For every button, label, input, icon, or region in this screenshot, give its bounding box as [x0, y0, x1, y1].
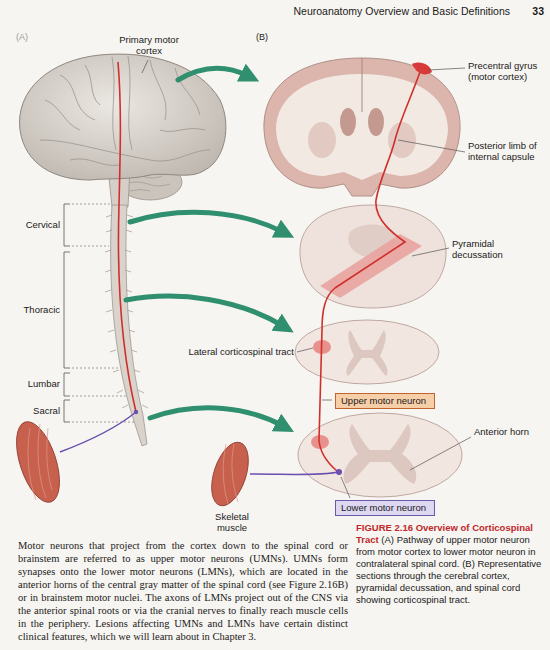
structure-label: Anterior horn	[474, 426, 546, 437]
caption-text: (A) Pathway of upper motor neuron from m…	[356, 534, 541, 605]
structure-label: Posterior limb of internal capsule	[468, 140, 546, 163]
panel-letter: (B)	[256, 32, 282, 43]
lower-motor-neuron-box: Lower motor neuron	[335, 500, 435, 516]
thoracic-section	[295, 320, 439, 384]
upper-motor-neuron-path	[250, 72, 420, 475]
figure-caption: FIGURE 2.16 Overview of Corticospinal Tr…	[356, 522, 544, 606]
box-text: Upper motor neuron	[341, 395, 426, 406]
skeletal-muscle	[8, 416, 256, 510]
structure-label: Pyramidal decussation	[452, 238, 544, 261]
box-text: Lower motor neuron	[341, 502, 426, 513]
leader-lines	[297, 68, 471, 498]
brain-figure	[20, 54, 226, 452]
segment-label: Sacral	[4, 405, 60, 416]
structure-label: Skeletal muscle	[206, 511, 258, 534]
coronal-section	[264, 58, 460, 196]
body-text: Motor neurons that project from the cort…	[18, 539, 348, 643]
segment-label: Cervical	[4, 219, 60, 230]
medulla-section	[300, 205, 446, 308]
structure-label: Lateral corticospinal tract	[140, 346, 294, 357]
structure-label: Primary motor cortex	[112, 34, 186, 57]
running-header: Neuroanatomy Overview and Basic Definiti…	[290, 5, 510, 18]
upper-motor-neuron-box: Upper motor neuron	[335, 393, 435, 409]
section-arrows	[126, 68, 283, 426]
structure-label: Precentral gyrus (motor cortex)	[468, 60, 546, 83]
panel-letter: (A)	[16, 32, 42, 43]
segment-label: Lumbar	[4, 378, 60, 389]
segment-brackets	[64, 204, 134, 422]
page-number: 33	[518, 5, 544, 18]
segment-label: Thoracic	[4, 304, 60, 315]
